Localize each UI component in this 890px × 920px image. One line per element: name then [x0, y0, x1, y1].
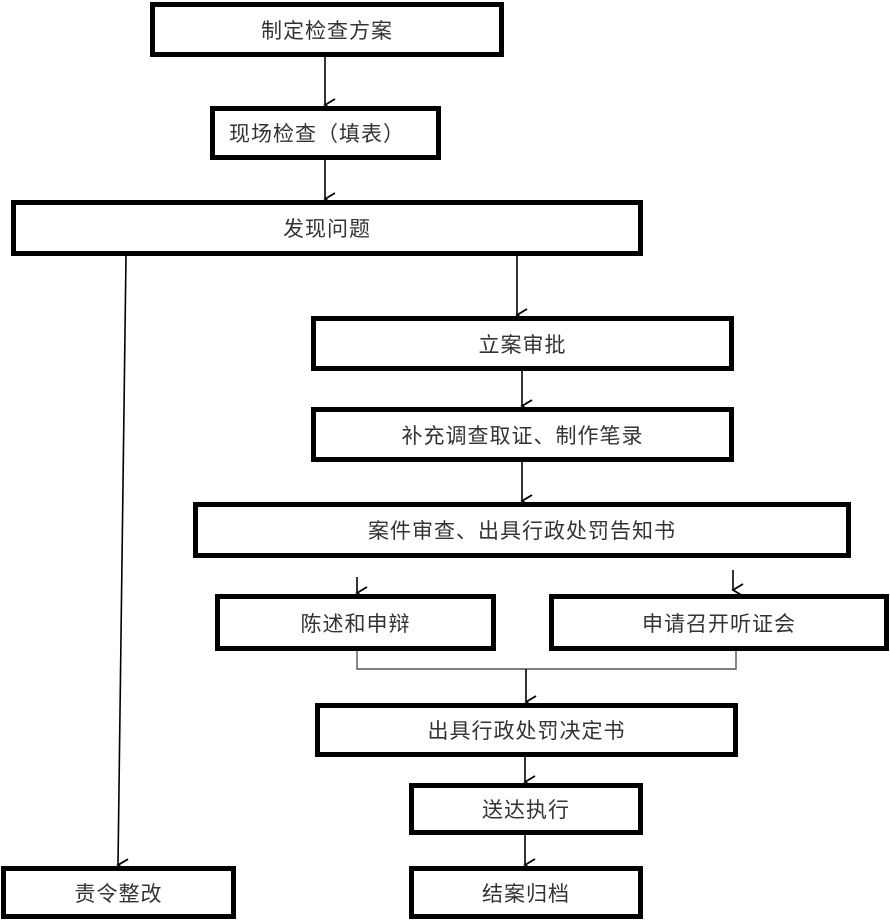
node-supplementary-investigation: 补充调查取证、制作笔录: [311, 407, 734, 462]
edge-n3-n12: [116, 255, 129, 872]
node-label: 送达执行: [482, 798, 570, 822]
node-label: 立案审批: [478, 332, 567, 357]
node-find-problem: 发现问题: [11, 200, 643, 256]
edge-merge-n7-n8: [356, 651, 737, 670]
node-label: 现场检查（填表）: [229, 122, 405, 146]
node-case-closure: 结案归档: [409, 866, 643, 919]
node-label: 发现问题: [283, 217, 371, 241]
node-label: 责令整改: [74, 881, 163, 906]
node-label: 出具行政处罚决定书: [427, 719, 626, 743]
node-label: 结案归档: [482, 881, 570, 906]
node-request-hearing: 申请召开听证会: [549, 594, 889, 651]
node-onsite-inspection: 现场检查（填表）: [210, 106, 441, 160]
node-label: 案件审查、出具行政处罚告知书: [368, 519, 676, 543]
node-statement-defense: 陈述和申辩: [215, 594, 496, 651]
node-case-approval: 立案审批: [311, 316, 734, 371]
node-label: 补充调查取证、制作笔录: [401, 423, 644, 448]
node-label: 陈述和申辩: [300, 611, 411, 636]
node-label: 制定检查方案: [261, 18, 393, 43]
node-label: 申请召开听证会: [642, 611, 796, 636]
node-order-rectification: 责令整改: [1, 866, 236, 919]
node-make-inspection-plan: 制定检查方案: [150, 2, 504, 57]
node-delivery-execution: 送达执行: [409, 783, 643, 835]
node-penalty-decision: 出具行政处罚决定书: [315, 703, 738, 757]
node-case-review-notice: 案件审查、出具行政处罚告知书: [193, 502, 851, 558]
